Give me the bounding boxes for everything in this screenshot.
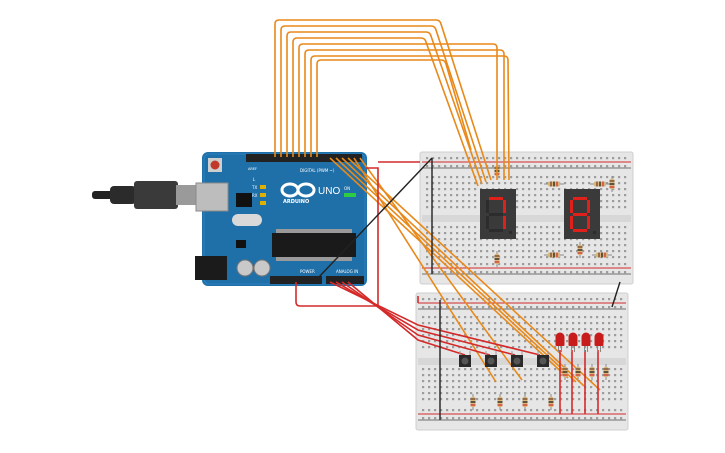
segment-d (489, 229, 503, 232)
segment-c (503, 216, 506, 229)
on-label: ON (344, 186, 350, 191)
atmega-chip (272, 233, 356, 257)
capacitor (253, 259, 271, 277)
digital-header-label: DIGITAL (PWM ~) (300, 168, 335, 173)
leds (555, 332, 604, 352)
resistor (544, 181, 564, 187)
tx-label: TX (251, 185, 257, 190)
breadboard-top[interactable] (419, 151, 634, 285)
arduino-logo-text: ARDUINO (283, 199, 309, 205)
power-header (270, 276, 322, 284)
orange-wires-top (274, 19, 510, 187)
l-label: L (253, 177, 256, 182)
resistor (589, 364, 595, 380)
push-button[interactable] (511, 351, 523, 367)
power-jack (195, 256, 227, 280)
resistor (592, 252, 612, 258)
resistor (603, 364, 609, 380)
led (568, 332, 578, 352)
segment-e (486, 216, 489, 229)
segment-f (486, 200, 489, 213)
segment-d (573, 229, 587, 232)
capacitor (236, 259, 254, 277)
push-button[interactable] (537, 351, 549, 367)
segment-a (489, 197, 503, 200)
resistor (577, 242, 583, 258)
resistor (497, 394, 503, 410)
board-model-label: UNO (318, 186, 340, 197)
seven-segment-right (564, 189, 600, 239)
led (581, 332, 591, 352)
led (594, 332, 604, 352)
segment-c (587, 216, 590, 229)
usb-jack (195, 182, 229, 212)
segment-g (489, 213, 503, 216)
resistor (575, 364, 581, 380)
segment-b (587, 200, 590, 213)
arduino-logo (280, 182, 316, 198)
resistor (590, 181, 610, 187)
aref-label: AREF (248, 167, 257, 171)
resistors-top (494, 163, 615, 267)
resistor (609, 176, 615, 192)
analog-label: ANALOG IN (336, 269, 358, 274)
crystal (232, 214, 262, 226)
red-wires (295, 161, 599, 414)
push-button[interactable] (459, 351, 471, 367)
black-wires (317, 157, 621, 420)
segment-f (570, 200, 573, 213)
segment-a (573, 197, 587, 200)
arduino-board[interactable]: ARDUINO UNO DIGITAL (PWM ~) POWER ANALOG… (195, 152, 367, 286)
segment-b (503, 200, 506, 213)
resistor (562, 364, 568, 380)
usb-cable (92, 181, 210, 209)
push-button[interactable] (485, 351, 497, 367)
segment-g (573, 213, 587, 216)
resistor (548, 394, 554, 410)
power-label: POWER (300, 269, 315, 274)
resistors-bottom (470, 364, 609, 410)
resistor (544, 252, 564, 258)
led (555, 332, 565, 352)
push-buttons[interactable] (459, 351, 549, 367)
resistor (522, 394, 528, 410)
rx-label: RX (252, 193, 258, 198)
analog-header (326, 276, 364, 284)
segment-e (570, 216, 573, 229)
digital-header (246, 154, 362, 162)
seven-segment-left (480, 189, 516, 239)
resistor (494, 251, 500, 267)
resistor (470, 394, 476, 410)
